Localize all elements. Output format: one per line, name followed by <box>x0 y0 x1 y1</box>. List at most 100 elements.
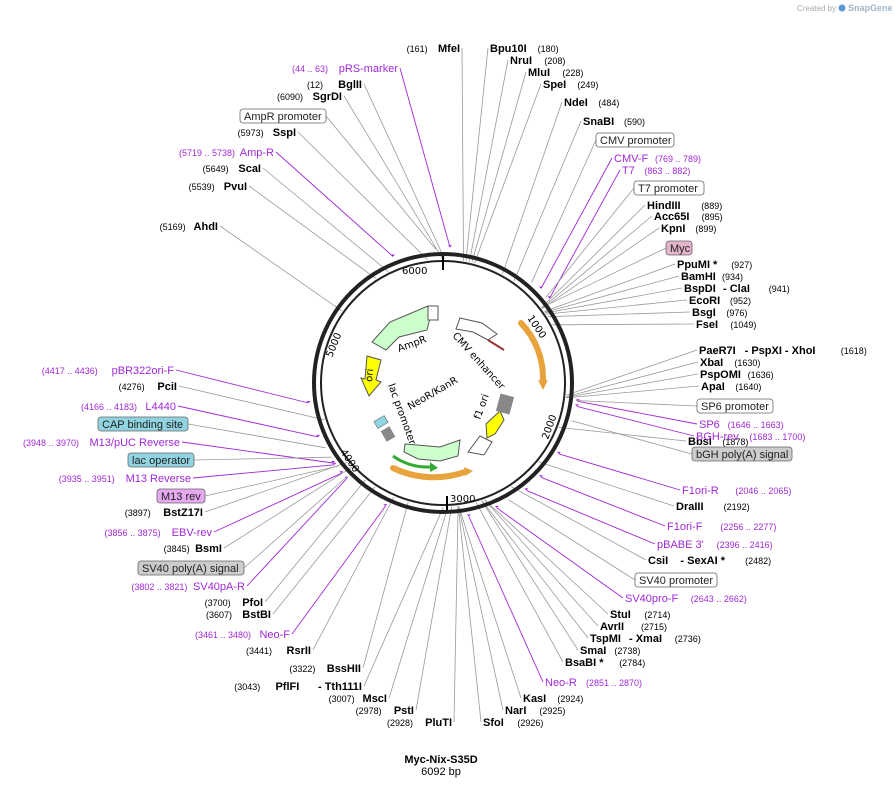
enzyme-leader-line <box>541 204 646 308</box>
enzyme-label-paer7i: PaeR7I- PspXI - XhoI(1618) <box>699 345 867 357</box>
feature-box-cmv-promoter: CMV promoter <box>595 132 675 148</box>
enzyme-position: (3700) <box>205 598 231 608</box>
feature-leader-line <box>545 187 635 298</box>
enzyme-leader-line <box>297 131 429 261</box>
primer-name: M13 Reverse <box>126 473 191 485</box>
enzyme-name: ScaI <box>238 163 261 175</box>
enzyme-leader-line <box>552 323 695 326</box>
enzyme-name: AvrII <box>600 621 624 633</box>
primer-label-m13-reverse: M13 Reverse (3935 .. 3951) <box>59 473 191 485</box>
feature-label-f1-ori: f1 ori <box>472 393 491 421</box>
primer-label-bgh-rev: BGH-rev(1683 .. 1700) <box>696 431 805 443</box>
enzyme-name: PflFI <box>275 681 299 693</box>
enzyme-name: FseI <box>696 319 718 331</box>
enzyme-position: (3043) <box>234 682 260 692</box>
enzyme-label-msci: MscI(3007) <box>329 693 387 705</box>
enzyme-leader-line <box>461 47 464 261</box>
feature-leader-line <box>571 420 693 455</box>
orf-arc-neo-head <box>464 467 473 476</box>
enzyme-name: DraIII <box>676 501 704 513</box>
primer-range: (3461 .. 3480) <box>195 630 251 640</box>
primer-site-mark <box>494 505 499 508</box>
enzyme-label-bstz17i: BstZ17I(3897) <box>125 507 203 519</box>
primer-range: (3802 .. 3821) <box>131 582 187 592</box>
enzyme-name: BsmI <box>195 543 222 555</box>
primer-label-neo-f: Neo-F (3461 .. 3480) <box>195 629 290 641</box>
enzyme-name: SspI <box>273 127 296 139</box>
enzyme-position: (3607) <box>206 610 232 620</box>
enzyme-name: MluI <box>528 67 550 79</box>
enzyme-label-apai: ApaI(1640) <box>701 381 761 393</box>
enzyme-leader-line <box>272 486 376 615</box>
feature-box-myc: Myc <box>665 240 693 256</box>
primer-range: (3935 .. 3951) <box>59 474 115 484</box>
enzyme-leader-line <box>484 499 609 615</box>
primer-name: L4440 <box>145 401 176 413</box>
primer-range: (44 .. 63) <box>292 64 328 74</box>
primer-site-mark <box>316 434 321 437</box>
enzyme-leader-line <box>481 500 589 639</box>
primer-range: (2851 .. 2870) <box>586 678 642 688</box>
primer-label-pbabe-3: pBABE 3'(2396 .. 2416) <box>657 539 773 551</box>
enzyme-name: KasI <box>523 693 546 705</box>
plasmid-name: Myc-Nix-S35D <box>404 754 477 766</box>
enzyme-name: BbsI <box>688 436 712 448</box>
feature-box <box>665 240 693 256</box>
enzyme-position: (1640) <box>735 382 761 392</box>
primer-site-mark <box>547 296 552 299</box>
enzyme-position: (2736) <box>675 634 701 644</box>
enzyme-name: SpeI <box>543 79 566 91</box>
enzyme-position: (3441) <box>246 646 272 656</box>
enzyme-name: KpnI <box>661 223 685 235</box>
enzyme-name: BsgI <box>692 307 716 319</box>
feature-leader-line <box>508 499 636 581</box>
primer-leader-line <box>175 369 309 404</box>
orf-arc-insert-head <box>538 380 548 390</box>
primer-leader-line <box>213 472 342 533</box>
enzyme-name: BstBI <box>242 609 271 621</box>
enzyme-name: AhdI <box>194 221 218 233</box>
enzyme-label-bsgi: BsgI(976) <box>692 307 747 319</box>
enzyme-label-bspdi: BspDI- ClaI(941) <box>684 283 790 295</box>
primer-leader-line <box>576 405 695 437</box>
enzyme-name: NdeI <box>564 97 588 109</box>
enzyme-position: (5169) <box>160 222 186 232</box>
enzyme-label-ecori: EcoRI(952) <box>689 295 751 307</box>
enzyme-leader-line <box>415 506 453 711</box>
primer-range: (2256 .. 2277) <box>720 522 776 532</box>
feature-box-sv40-promoter: SV40 promoter <box>634 572 718 588</box>
feature-box-label: lac operator <box>132 455 190 467</box>
enzyme-leader-line <box>545 287 683 314</box>
feature-box-label: SP6 promoter <box>701 401 769 413</box>
enzyme-name: PstI <box>394 705 414 717</box>
primer-label-sv40pro-f: SV40pro-F(2643 .. 2662) <box>625 593 747 605</box>
feature-box <box>633 180 705 196</box>
feature-box-label: M13 rev <box>161 491 201 503</box>
enzyme-position: (5649) <box>203 164 229 174</box>
primer-site-mark <box>383 504 388 507</box>
feature-box-label: T7 promoter <box>638 183 698 195</box>
primer-range: (4417 .. 4436) <box>42 366 98 376</box>
primer-name: Neo-F <box>259 629 290 641</box>
enzyme-name: XbaI <box>700 357 723 369</box>
enzyme-name: TspMI <box>590 633 621 645</box>
enzyme-label-ahdi: AhdI (5169) <box>160 221 218 233</box>
primer-label-neo-r: Neo-R(2851 .. 2870) <box>545 677 642 689</box>
enzyme-label-scai: ScaI (5649) <box>203 163 261 175</box>
enzyme-leader-line <box>471 71 527 263</box>
enzyme-name: SnaBI <box>583 116 614 128</box>
primer-label-sv40pa-r: SV40pA-R(3802 .. 3821) <box>131 581 245 593</box>
enzyme-label-spei: SpeI (249) <box>543 79 598 91</box>
credit-prefix: Created by <box>797 4 836 13</box>
enzyme-name: StuI <box>610 609 631 621</box>
enzyme-label-bamhi: BamHI(934) <box>681 271 743 283</box>
primer-range: (2046 .. 2065) <box>735 486 791 496</box>
feature-box-label: CMV promoter <box>600 135 672 147</box>
enzyme-label-stui: StuI(2714) <box>610 609 670 621</box>
enzyme-leader-line <box>541 227 660 309</box>
enzyme-label-nrui: NruI(208) <box>510 55 565 67</box>
enzyme-position: (249) <box>577 80 598 90</box>
feature-leader-line <box>204 465 338 497</box>
enzyme-name: Acc65I <box>654 211 689 223</box>
